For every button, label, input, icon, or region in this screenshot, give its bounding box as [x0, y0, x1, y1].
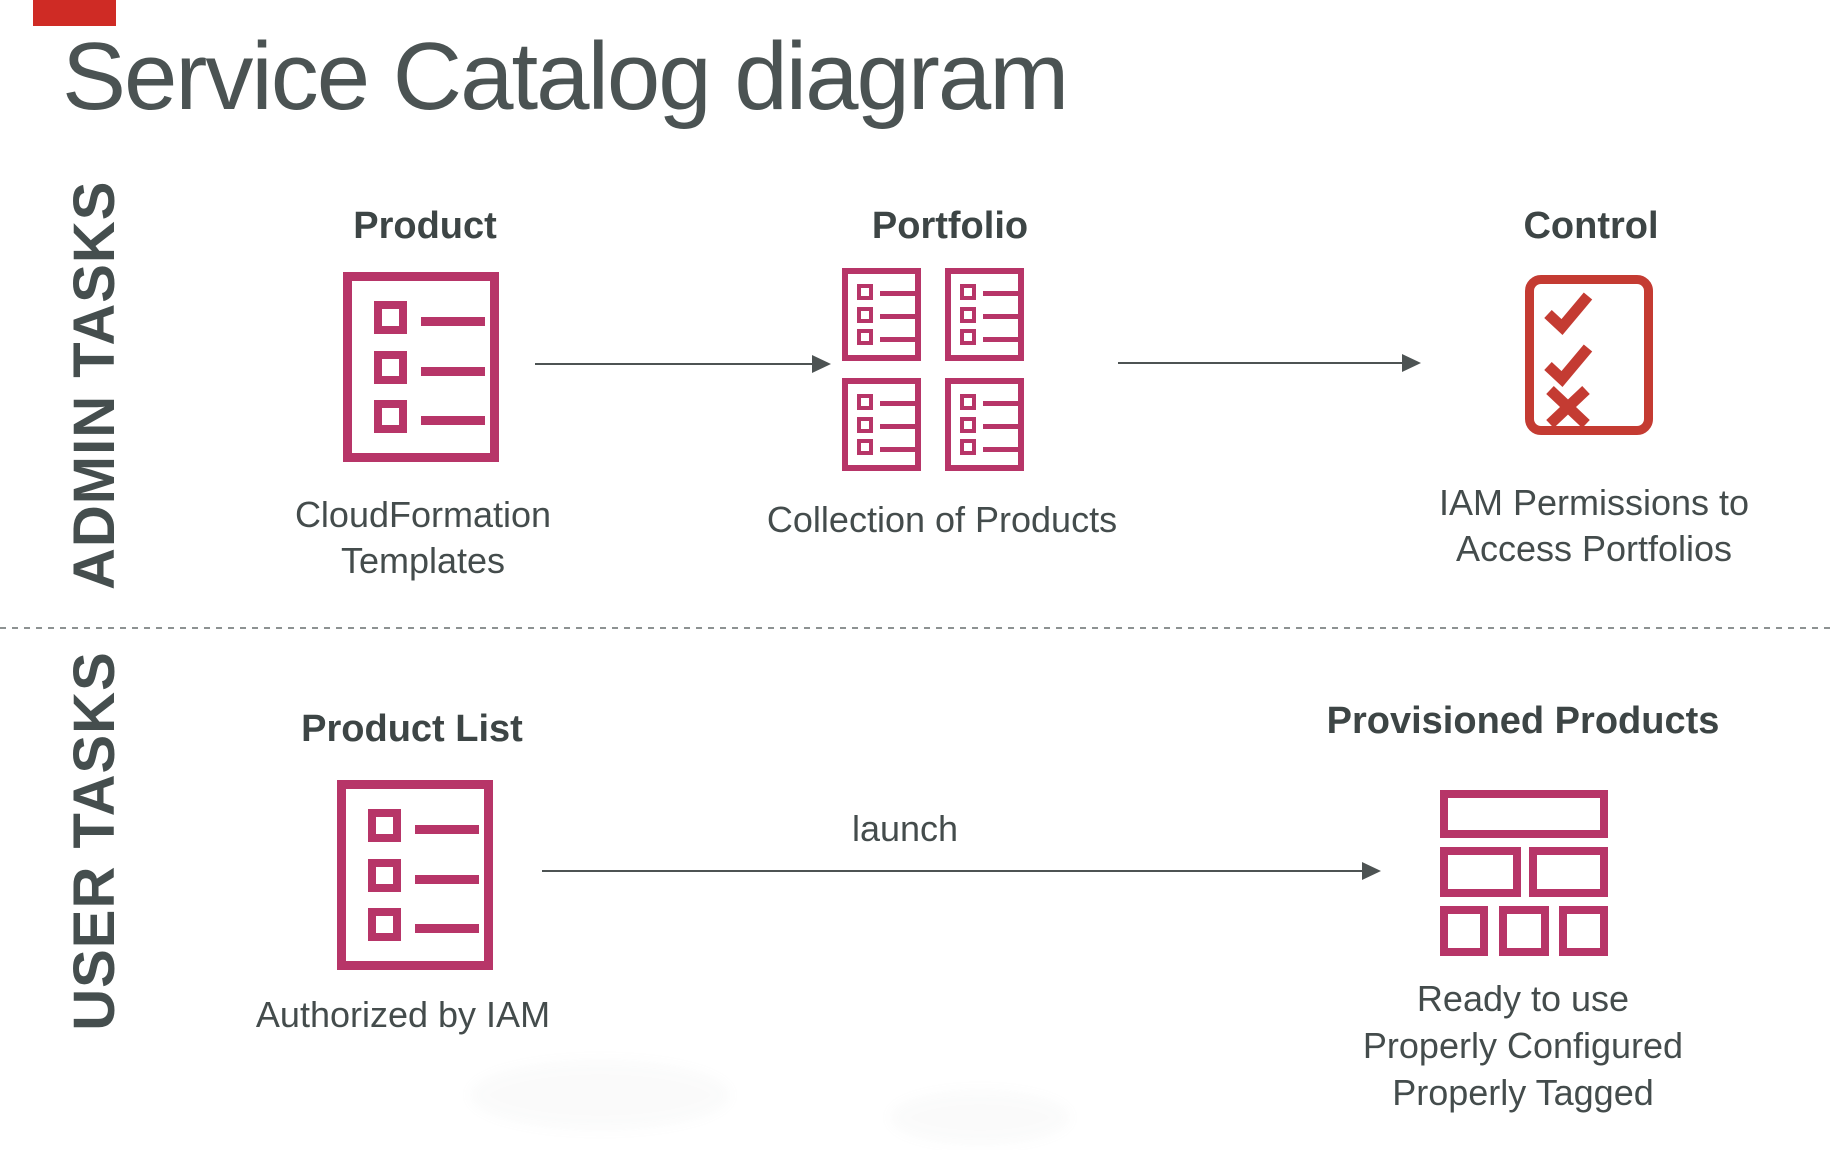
list-bullet-square [374, 399, 407, 433]
block [1499, 906, 1549, 956]
list-row [374, 301, 490, 335]
list-row [374, 399, 490, 433]
product-list-caption: Authorized by IAM [255, 994, 551, 1035]
row-divider-dashed-line [0, 627, 1832, 629]
product-heading: Product [353, 205, 497, 247]
list-bullet-square [374, 301, 407, 335]
list-line [421, 366, 485, 376]
provisioned-caption: Ready to use Properly Configured Properl… [1362, 978, 1684, 1113]
check-check-cross-glyphs [1544, 292, 1593, 426]
provisioned-products-heading: Provisioned Products [1326, 700, 1720, 742]
control-heading: Control [1523, 205, 1659, 247]
portfolio-caption: Collection of Products [766, 499, 1118, 540]
right-arrow-head-icon [1362, 862, 1381, 880]
block [1440, 790, 1608, 838]
right-arrow-head-icon [1402, 354, 1421, 372]
user-tasks-row-label: USER TASKS [62, 651, 127, 1031]
list-line [421, 415, 485, 425]
right-arrow-head-icon [812, 355, 831, 373]
product-caption: CloudFormation Templates [294, 494, 552, 581]
list-line [421, 317, 485, 327]
product-list-document-icon [337, 780, 493, 970]
portfolio-document-icon [842, 268, 921, 361]
control-caption: IAM Permissions to Access Portfolios [1438, 482, 1750, 569]
list-row [374, 350, 490, 384]
right-arrow-icon [535, 363, 812, 365]
admin-tasks-row-label: ADMIN TASKS [62, 180, 127, 590]
portfolio-document-icon [945, 268, 1024, 361]
block [1559, 906, 1608, 956]
product-list-heading: Product List [301, 708, 523, 750]
page-title: Service Catalog diagram [62, 23, 1069, 130]
list-bullet-square [374, 350, 407, 384]
launch-arrow-label: launch [851, 808, 959, 849]
faint-smudge [890, 1090, 1070, 1145]
portfolio-document-icon [842, 378, 921, 471]
provisioned-blocks-icon [1440, 790, 1608, 956]
faint-smudge [470, 1060, 730, 1130]
right-arrow-icon [542, 870, 1362, 872]
block [1440, 847, 1521, 897]
slide-corner-red-mark [33, 0, 116, 26]
control-checklist-icon [1525, 275, 1653, 435]
block [1529, 847, 1608, 897]
portfolio-document-icon [945, 378, 1024, 471]
block [1440, 906, 1488, 956]
product-list-document-icon [343, 272, 499, 462]
portfolio-heading: Portfolio [871, 205, 1029, 247]
right-arrow-icon [1118, 362, 1402, 364]
